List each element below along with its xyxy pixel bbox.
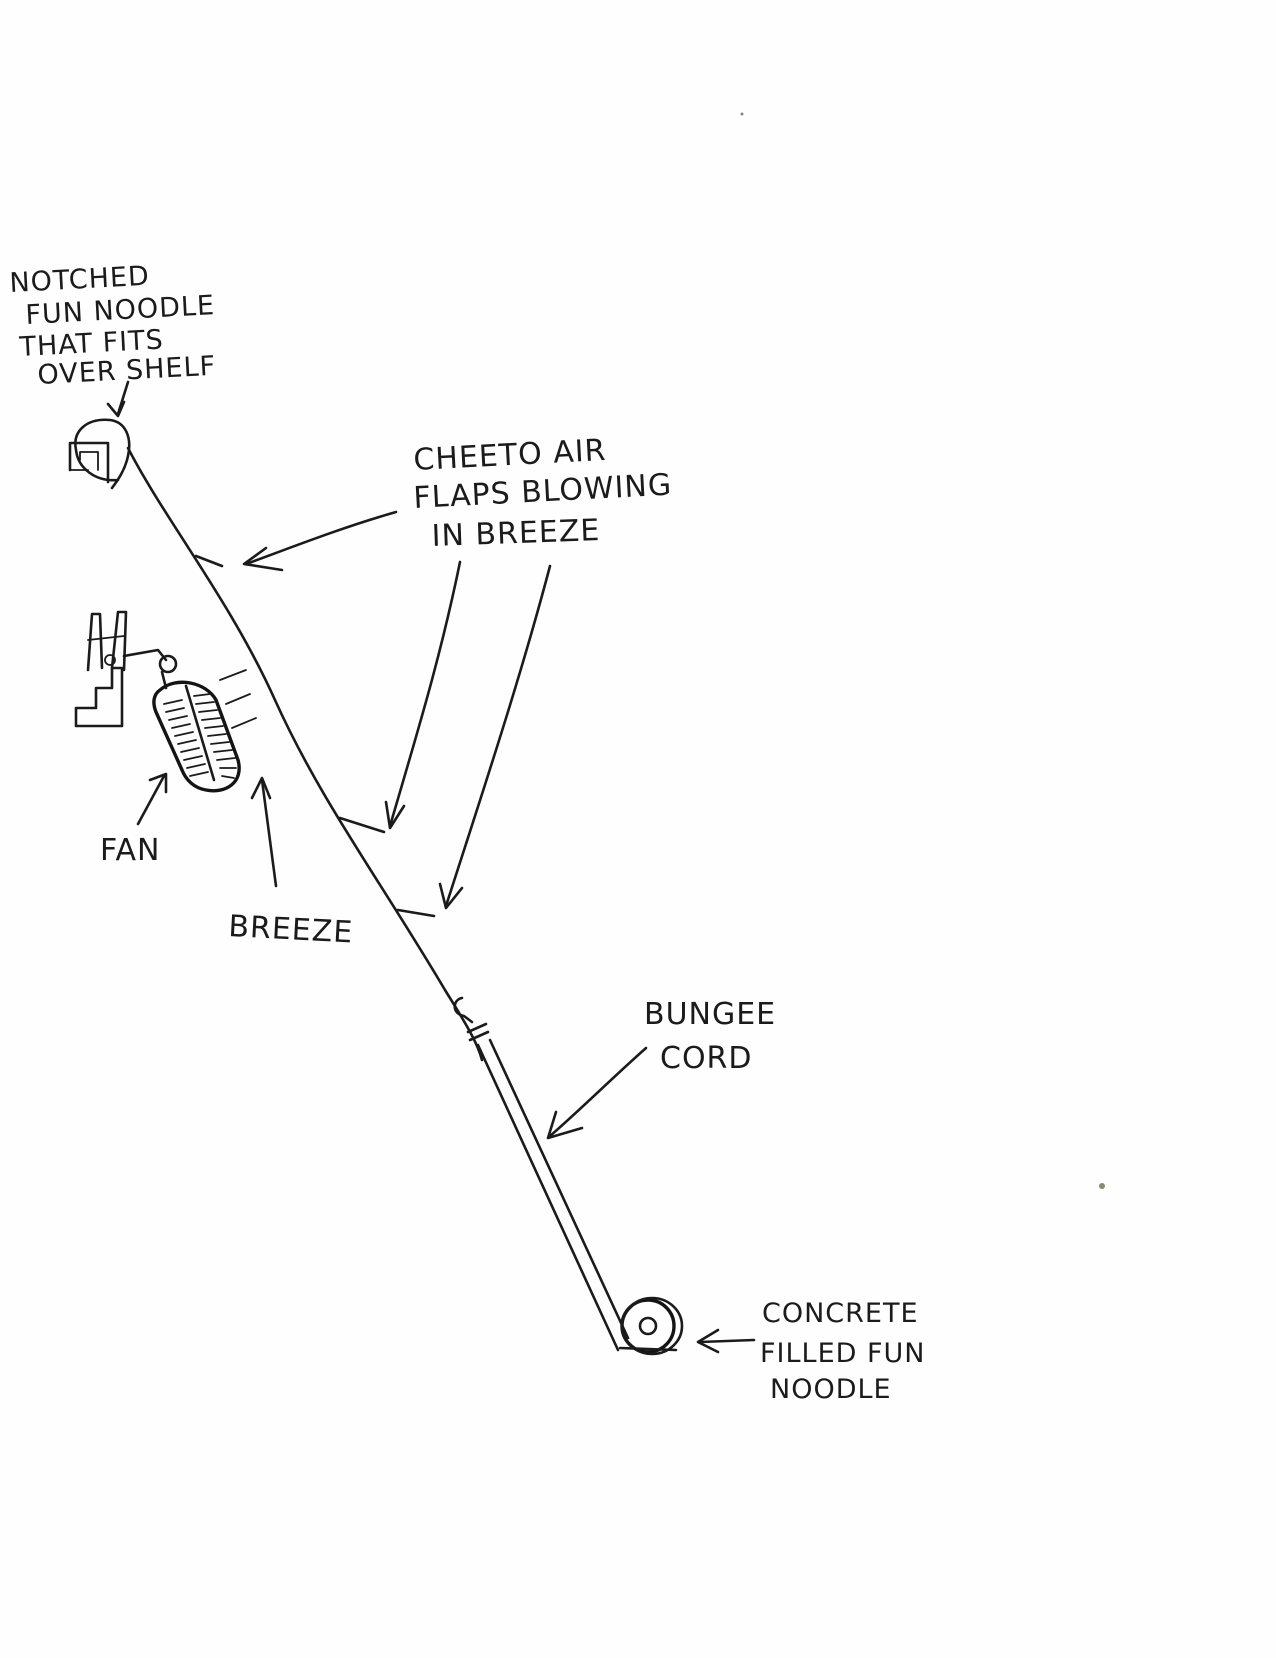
- label-cheeto-air-flaps: CHEETO AIR FLAPS BLOWING IN BREEZE: [413, 433, 673, 554]
- bungee-hook: [453, 996, 490, 1042]
- arrow-fan: [136, 772, 168, 826]
- label-breeze: BREEZE: [228, 909, 355, 950]
- cord-line: [126, 446, 484, 1062]
- breeze-line-1: [219, 669, 247, 681]
- arrow-concrete-noodle: [696, 1328, 756, 1354]
- cheeto-flap-1: [194, 554, 224, 568]
- cheeto-flap-3: [396, 908, 436, 918]
- cheeto-air-flaps: [194, 554, 436, 918]
- arrow-bungee-cord: [546, 1046, 648, 1140]
- fan: [152, 669, 257, 793]
- concrete-filled-fun-noodle: [618, 1296, 684, 1356]
- label-bungee-cord: BUNGEE CORD: [644, 997, 776, 1076]
- label-bungee-line-1: BUNGEE: [644, 997, 776, 1032]
- arrow-cheeto-flap-2: [384, 560, 462, 830]
- label-notched-line-1: NOTCHED: [9, 261, 151, 299]
- bungee-cord: [476, 1038, 630, 1352]
- label-concrete-line-3: NOODLE: [770, 1374, 892, 1405]
- paper-speck: [740, 112, 744, 116]
- arrow-notched-noodle: [106, 380, 130, 418]
- fan-grille: [163, 693, 237, 779]
- label-notched-fun-noodle: NOTCHED FUN NOODLE THAT FITS OVER SHELF: [9, 261, 217, 391]
- shelf-clamp: [74, 610, 178, 728]
- label-cheeto-line-3: IN BREEZE: [431, 513, 601, 554]
- label-bungee-line-2: CORD: [660, 1041, 753, 1076]
- arrow-cheeto-flap-1: [242, 510, 398, 572]
- label-notched-line-3: THAT FITS: [18, 324, 165, 363]
- label-concrete-line-2: FILLED FUN: [760, 1338, 926, 1369]
- cheeto-flap-2: [338, 816, 386, 834]
- arrow-cheeto-flap-3: [438, 564, 552, 910]
- paper-speck: [1099, 1183, 1105, 1189]
- notched-fun-noodle: [68, 418, 131, 490]
- label-cheeto-line-1: CHEETO AIR: [413, 433, 608, 478]
- breeze-line-3: [231, 717, 257, 729]
- arrow-breeze: [250, 776, 278, 888]
- label-concrete-filled-fun-noodle: CONCRETE FILLED FUN NOODLE: [760, 1298, 926, 1405]
- breeze-line-2: [225, 693, 251, 705]
- label-fan: FAN: [100, 833, 160, 868]
- label-concrete-line-1: CONCRETE: [762, 1298, 919, 1329]
